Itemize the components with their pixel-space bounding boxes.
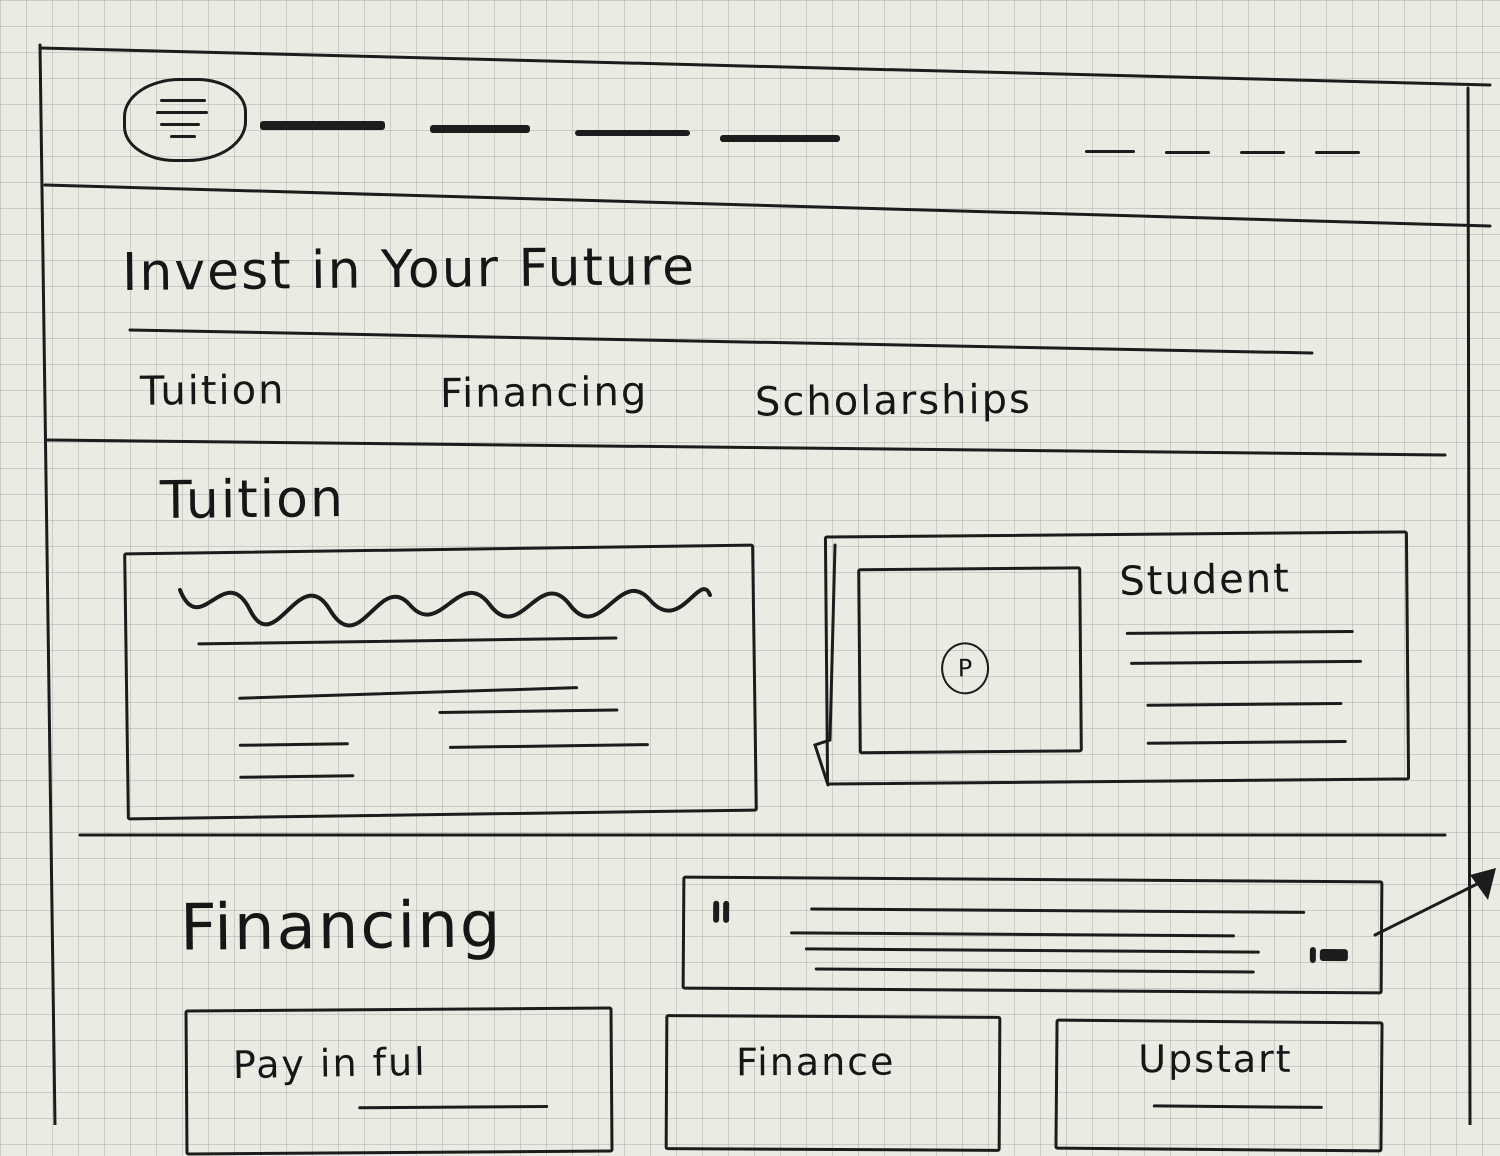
text-line — [1146, 702, 1343, 707]
student-video-card: P Student — [823, 530, 1411, 786]
subnav-tab-scholarships[interactable]: Scholarships — [754, 376, 1033, 426]
play-icon-label: P — [957, 654, 973, 683]
option-card-title: Finance — [735, 1039, 896, 1085]
subnav: Tuition Financing Scholarships — [139, 367, 1140, 428]
sketch-lines — [38, 43, 1496, 1125]
primary-nav — [260, 115, 860, 145]
option-card-pay-in-full[interactable]: Pay in ful — [184, 1006, 614, 1156]
text-line — [1125, 629, 1354, 635]
site-header — [55, 60, 1465, 180]
financing-quote-banner — [681, 875, 1384, 995]
option-card-finance[interactable]: Finance — [664, 1014, 1002, 1152]
text-line — [238, 742, 349, 747]
utility-nav — [1085, 150, 1375, 158]
subnav-tab-tuition[interactable]: Tuition — [139, 367, 286, 415]
tuition-info-card — [123, 543, 758, 821]
quote-line — [789, 931, 1236, 938]
quote-line — [814, 967, 1255, 974]
text-line — [197, 636, 618, 646]
text-line — [1146, 739, 1347, 745]
financing-section-title: Financing — [179, 888, 503, 966]
text-line — [438, 708, 619, 715]
video-thumbnail[interactable]: P — [857, 566, 1083, 755]
nav-item-4[interactable] — [720, 135, 840, 142]
utility-link-4[interactable] — [1315, 151, 1360, 154]
nav-item-1[interactable] — [260, 121, 385, 130]
quote-line — [804, 947, 1260, 954]
text-line — [239, 774, 355, 779]
option-card-upstart[interactable]: Upstart — [1054, 1018, 1384, 1153]
utility-link-2[interactable] — [1165, 151, 1210, 154]
text-line — [1152, 1104, 1323, 1109]
logo-icon[interactable] — [123, 78, 247, 162]
text-line — [1130, 659, 1363, 665]
text-line — [448, 743, 649, 749]
close-quote-icon — [1309, 946, 1350, 965]
text-line — [358, 1104, 549, 1110]
utility-link-1[interactable] — [1085, 150, 1135, 153]
option-card-title: Pay in ful — [232, 1039, 428, 1088]
subnav-tab-financing[interactable]: Financing — [439, 368, 649, 418]
nav-item-2[interactable] — [430, 125, 530, 133]
student-card-title: Student — [1118, 555, 1292, 605]
hero-headline: Invest in Your Future — [121, 236, 697, 304]
nav-item-3[interactable] — [575, 130, 690, 136]
text-line — [238, 686, 579, 700]
play-icon[interactable]: P — [940, 642, 990, 695]
quote-line — [810, 907, 1306, 914]
open-quote-icon — [713, 900, 731, 923]
tuition-section-title: Tuition — [159, 469, 346, 531]
utility-link-3[interactable] — [1240, 151, 1285, 154]
option-card-title: Upstart — [1138, 1036, 1293, 1082]
